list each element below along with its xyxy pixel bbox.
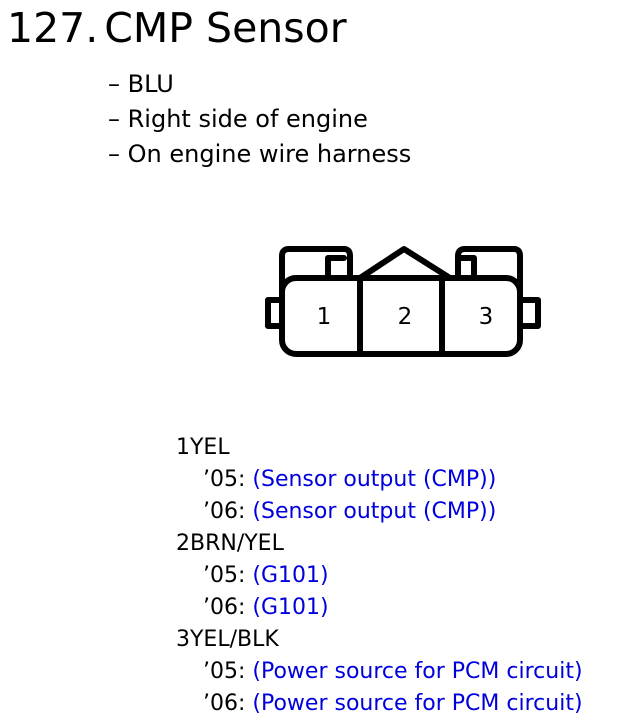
pin-1-entry: ’05: (Sensor output (CMP)) bbox=[176, 464, 583, 496]
connector-left-tab bbox=[265, 297, 285, 329]
detail-list: – BLU – Right side of engine – On engine… bbox=[108, 67, 411, 172]
connector-top-frame bbox=[279, 246, 523, 329]
pin-1: 1YEL ’05: (Sensor output (CMP)) ’06: (Se… bbox=[176, 432, 583, 528]
entry-description: (Sensor output (CMP)) bbox=[252, 467, 497, 492]
entry-year: ’05: bbox=[203, 659, 246, 684]
pin-3-label: 3YEL/BLK bbox=[176, 627, 279, 652]
pin-number-3: 3 bbox=[479, 304, 494, 330]
pin-2-entry: ’05: (G101) bbox=[176, 560, 583, 592]
entry-year: ’05: bbox=[203, 467, 246, 492]
connector-left-latch bbox=[325, 255, 347, 281]
pin-3-entry: ’06: (Power source for PCM circuit) bbox=[176, 688, 583, 720]
pin-number-2: 2 bbox=[398, 304, 413, 330]
connector-diagram: 1 2 3 bbox=[265, 246, 541, 357]
pin-1-entry: ’06: (Sensor output (CMP)) bbox=[176, 496, 583, 528]
connector-right-tab bbox=[517, 297, 541, 329]
pin-2-entry: ’06: (G101) bbox=[176, 592, 583, 624]
detail-location: – Right side of engine bbox=[108, 105, 368, 133]
pin-3-entry: ’05: (Power source for PCM circuit) bbox=[176, 656, 583, 688]
pin-2: 2BRN/YEL ’05: (G101) ’06: (G101) bbox=[176, 528, 583, 624]
entry-year: ’06: bbox=[203, 499, 246, 524]
title-text: CMP Sensor bbox=[104, 4, 347, 52]
connector-body bbox=[279, 275, 523, 357]
page-title: 127.CMP Sensor bbox=[7, 2, 347, 54]
entry-description: (Sensor output (CMP)) bbox=[252, 499, 497, 524]
entry-year: ’06: bbox=[203, 691, 246, 716]
entry-description: (Power source for PCM circuit) bbox=[252, 659, 583, 684]
entry-description: (G101) bbox=[252, 563, 329, 588]
detail-color: – BLU bbox=[108, 70, 174, 98]
connector-right-latch bbox=[455, 255, 477, 281]
entry-description: (G101) bbox=[252, 595, 329, 620]
pin-1-label: 1YEL bbox=[176, 435, 230, 460]
pin-number-1: 1 bbox=[317, 304, 332, 330]
entry-description: (Power source for PCM circuit) bbox=[252, 691, 583, 716]
pin-list: 1YEL ’05: (Sensor output (CMP)) ’06: (Se… bbox=[176, 432, 583, 720]
title-number: 127. bbox=[7, 4, 99, 52]
entry-year: ’06: bbox=[203, 595, 246, 620]
pin-3: 3YEL/BLK ’05: (Power source for PCM circ… bbox=[176, 624, 583, 720]
entry-year: ’05: bbox=[203, 563, 246, 588]
pin-2-label: 2BRN/YEL bbox=[176, 531, 284, 556]
detail-harness: – On engine wire harness bbox=[108, 140, 412, 168]
